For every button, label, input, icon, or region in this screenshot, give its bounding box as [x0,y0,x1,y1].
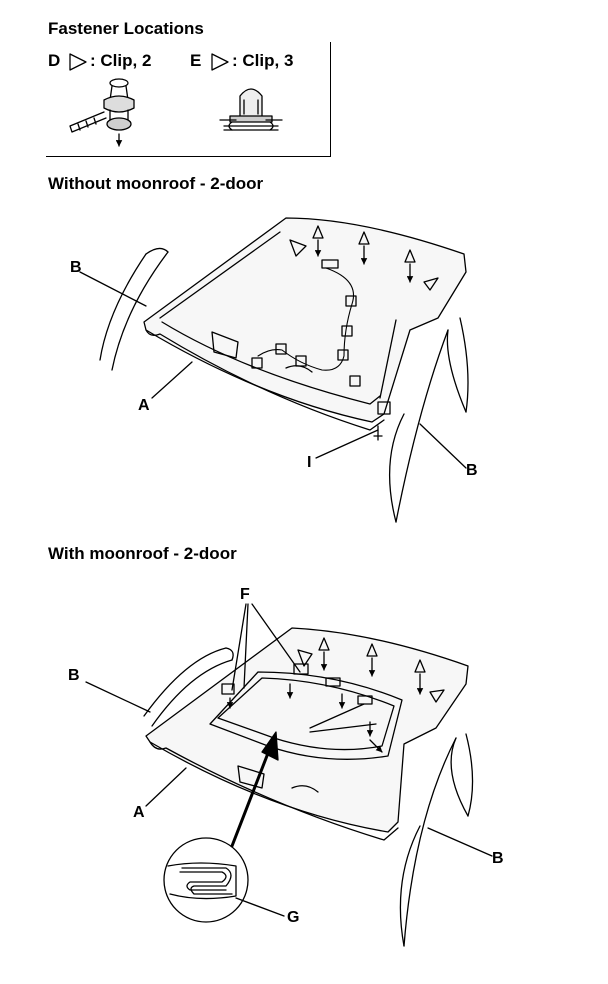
callout-g-lower: G [287,909,300,926]
callout-b-right-lower: B [492,850,504,867]
legend-e-triangle-icon [211,53,229,71]
headliner-with-moonroof [85,603,493,947]
legend-e-text: : Clip, 3 [232,51,294,70]
callout-b-right-upper: B [466,462,478,479]
callout-a-lower: A [133,804,145,821]
callout-f-top-lower: F [240,586,250,603]
legend-d-triangle-icon [69,53,87,71]
legend-e-letter: E [190,51,202,70]
callout-a-upper: A [138,397,150,414]
legend-d-letter: D [48,51,61,70]
headliner-without-moonroof [79,217,469,523]
clip-e-illustration-icon [219,88,283,131]
callout-b-left-lower: B [68,667,80,684]
callout-i-upper: I [307,454,312,471]
callout-b-left-upper: B [70,259,82,276]
without-moonroof-title: Without moonroof - 2-door [48,174,264,193]
fastener-locations-title: Fastener Locations [48,19,204,38]
legend-d-text: : Clip, 2 [90,51,152,70]
fastener-legend-frame [46,42,331,157]
clip-d-illustration-icon [69,78,135,147]
with-moonroof-title: With moonroof - 2-door [48,544,237,563]
